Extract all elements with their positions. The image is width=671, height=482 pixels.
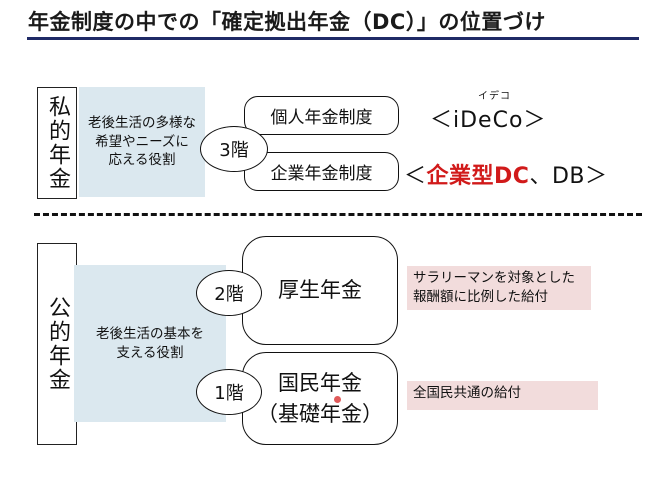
marker-dot: [334, 396, 341, 403]
employee-pension-note: サラリーマンを対象とした 報酬額に比例した給付: [407, 266, 591, 310]
employee-pension-label: 厚生年金: [278, 278, 362, 303]
corp-suffix: 、DB＞: [529, 164, 608, 189]
personal-pension-label: 個人年金制度: [270, 108, 373, 128]
basic-pension-label: （基礎年金）: [257, 401, 383, 426]
tier3-badge: 3階: [200, 126, 268, 172]
personal-pension-box: 個人年金制度: [244, 96, 399, 135]
national-pension-note: 全国民共通の給付: [407, 381, 598, 410]
employee-pension-box: 厚生年金: [242, 236, 398, 345]
national-pension-label: 国民年金: [278, 371, 362, 396]
page-title: 年金制度の中での「確定拠出年金（DC）」の位置づけ: [28, 10, 546, 34]
ideco-ruby: イデコ: [478, 91, 511, 102]
private-pension-label: 私的年金: [45, 95, 70, 191]
tier3-label: 3階: [219, 140, 249, 161]
corporate-dc-label: ＜企業型DC、DB＞: [404, 158, 607, 190]
tier1-badge: 1階: [196, 369, 262, 415]
national-pension-box: 国民年金 （基礎年金）: [242, 352, 398, 445]
corporate-pension-box: 企業年金制度: [244, 152, 399, 191]
corporate-pension-label: 企業年金制度: [270, 164, 373, 184]
tier2-label: 2階: [214, 284, 244, 305]
section-divider: [34, 213, 642, 216]
corp-prefix: ＜: [404, 164, 427, 189]
public-pension-label: 公的年金: [45, 296, 70, 392]
public-pension-label-box: 公的年金: [37, 243, 77, 445]
private-pension-label-box: 私的年金: [37, 87, 77, 199]
tier1-label: 1階: [214, 383, 244, 404]
private-pension-role: 老後生活の多様な 希望やニーズに 応える役割: [79, 87, 205, 197]
corporate-dc-highlight: 企業型DC: [426, 164, 530, 189]
ideco-label: ＜iDeCo＞: [430, 108, 547, 133]
title-underline: [27, 37, 639, 40]
tier2-badge: 2階: [196, 270, 262, 316]
